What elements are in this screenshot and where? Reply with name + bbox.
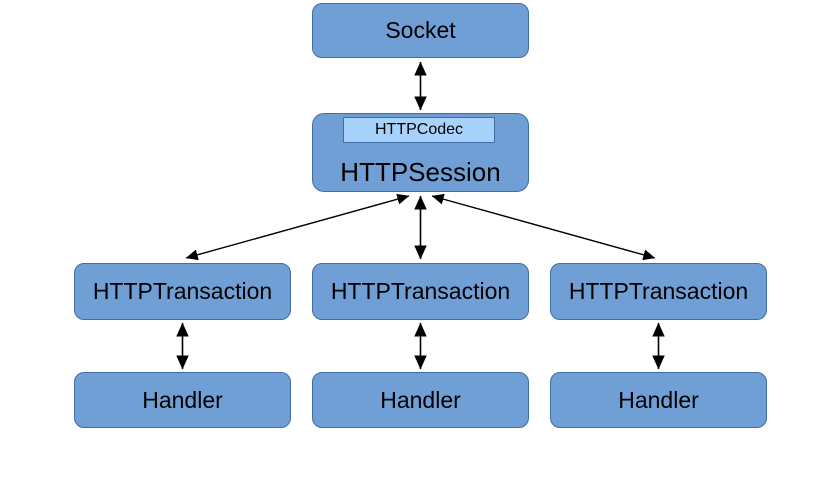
node-socket-label: Socket: [385, 17, 456, 43]
edge-session-transaction-left: [185, 193, 410, 261]
node-httpcodec-label: HTTPCodec: [374, 121, 464, 138]
node-handler-left-label: Handler: [142, 386, 223, 413]
node-socket[interactable]: Socket: [312, 3, 529, 58]
node-httptransaction-left-label: HTTPTransaction: [92, 278, 273, 304]
node-handler-right[interactable]: Handler: [550, 372, 767, 428]
node-httptransaction-left[interactable]: HTTPTransaction: [74, 263, 291, 320]
node-handler-middle-label: Handler: [380, 386, 461, 413]
node-handler-right-label: Handler: [618, 386, 699, 413]
node-httpsession[interactable]: HTTPCodec HTTPSession: [312, 113, 529, 192]
node-httptransaction-middle[interactable]: HTTPTransaction: [312, 263, 529, 320]
node-handler-left[interactable]: Handler: [74, 372, 291, 428]
node-httptransaction-right-label: HTTPTransaction: [568, 278, 749, 304]
node-httptransaction-middle-label: HTTPTransaction: [330, 278, 511, 304]
node-handler-middle[interactable]: Handler: [312, 372, 529, 428]
edge-session-transaction-right: [431, 193, 656, 261]
node-httpsession-label: HTTPSession: [340, 157, 501, 187]
node-httptransaction-right[interactable]: HTTPTransaction: [550, 263, 767, 320]
node-httpcodec[interactable]: HTTPCodec: [343, 117, 495, 143]
